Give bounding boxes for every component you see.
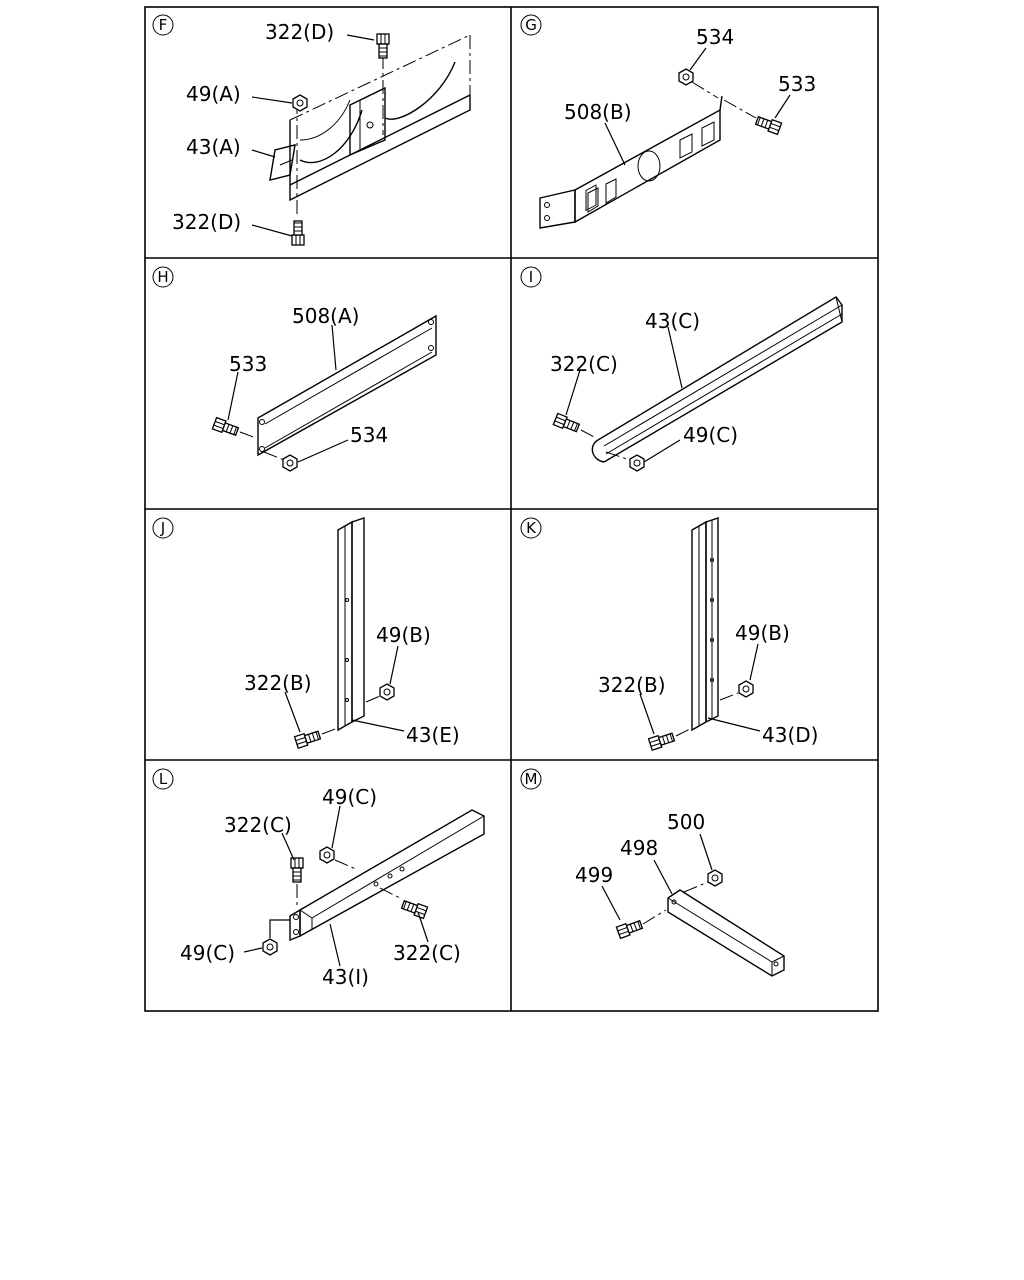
- panel-i: I 43(C) 322(C) 49(C): [520, 266, 843, 472]
- panel-i-marker: I: [520, 266, 542, 288]
- panel-m: M 500 498 499: [520, 768, 785, 977]
- svg-text:J: J: [160, 519, 165, 537]
- bar-498-drawing: [667, 889, 785, 977]
- nut-49c: [629, 454, 645, 472]
- bolt-533: [211, 416, 240, 438]
- nut-49c-top: [319, 846, 335, 864]
- label-534: 534: [696, 25, 734, 49]
- panel-grid: [144, 6, 879, 1012]
- bolt-322d-top: [376, 33, 390, 59]
- bolt-322b: [293, 728, 322, 749]
- panel-f-marker: F: [152, 14, 174, 36]
- panel-g: G 534 533 508(B): [520, 14, 816, 229]
- label-322c-top: 322(C): [224, 813, 292, 837]
- label-49c: 49(C): [683, 423, 738, 447]
- label-322b: 322(B): [598, 673, 666, 697]
- nut-534: [282, 454, 298, 472]
- channel-43c-drawing: [591, 296, 843, 463]
- label-43d: 43(D): [762, 723, 818, 747]
- bolt-322d-bottom: [291, 220, 305, 246]
- panel-g-marker: G: [520, 14, 542, 36]
- svg-text:F: F: [159, 16, 168, 34]
- plate-508a-drawing: [257, 314, 437, 457]
- panel-j-marker: J: [152, 517, 174, 539]
- label-499: 499: [575, 863, 613, 887]
- label-322d-bottom: 322(D): [172, 210, 241, 234]
- label-322b: 322(B): [244, 671, 312, 695]
- label-500: 500: [667, 810, 705, 834]
- label-43c: 43(C): [645, 309, 700, 333]
- bolt-322c-right: [400, 898, 429, 920]
- nut-49b: [738, 680, 754, 698]
- panel-k-marker: K: [520, 517, 542, 539]
- label-43i: 43(I): [322, 965, 369, 989]
- post-43e-drawing: [337, 517, 365, 732]
- nut-49b: [379, 683, 395, 701]
- label-43a: 43(A): [186, 135, 241, 159]
- svg-text:M: M: [525, 770, 538, 788]
- label-508a: 508(A): [292, 304, 359, 328]
- svg-text:L: L: [159, 770, 168, 788]
- label-49b: 49(B): [376, 623, 431, 647]
- panel-l: L: [152, 768, 485, 989]
- bolt-533: [754, 114, 783, 136]
- label-322c-right: 322(C): [393, 941, 461, 965]
- panel-l-marker: L: [152, 768, 174, 790]
- panel-f: F: [152, 14, 471, 246]
- panel-k: K 49(B) 322(B) 43(D): [520, 517, 818, 751]
- bolt-499: [615, 918, 644, 940]
- tank-bracket-drawing: [269, 34, 471, 215]
- post-43d-drawing: [691, 517, 719, 732]
- channel-43i-drawing: [269, 809, 485, 942]
- panel-h: H 508(A) 533 534: [152, 266, 437, 472]
- label-322d-top: 322(D): [265, 20, 334, 44]
- bolt-322b: [647, 730, 676, 751]
- svg-text:K: K: [526, 519, 537, 537]
- bolt-322c-top: [290, 857, 304, 883]
- plate-508b-drawing: [539, 95, 723, 229]
- label-49c-top: 49(C): [322, 785, 377, 809]
- nut-49a: [292, 94, 308, 112]
- label-49b: 49(B): [735, 621, 790, 645]
- label-49c-bottom: 49(C): [180, 941, 235, 965]
- nut-500: [707, 869, 723, 887]
- nut-49c-bottom: [262, 938, 278, 956]
- label-533: 533: [229, 352, 267, 376]
- label-322c: 322(C): [550, 352, 618, 376]
- svg-text:G: G: [525, 16, 537, 34]
- label-534: 534: [350, 423, 388, 447]
- label-43e: 43(E): [406, 723, 460, 747]
- label-533: 533: [778, 72, 816, 96]
- panel-j: J 49(B) 322(B) 43(E): [152, 517, 460, 749]
- svg-text:H: H: [157, 268, 168, 286]
- bolt-322c: [552, 412, 581, 435]
- label-498: 498: [620, 836, 658, 860]
- nut-534: [678, 68, 694, 86]
- panel-h-marker: H: [152, 266, 174, 288]
- label-508b: 508(B): [564, 100, 632, 124]
- svg-text:I: I: [529, 268, 533, 286]
- label-49a: 49(A): [186, 82, 241, 106]
- panel-m-marker: M: [520, 768, 542, 790]
